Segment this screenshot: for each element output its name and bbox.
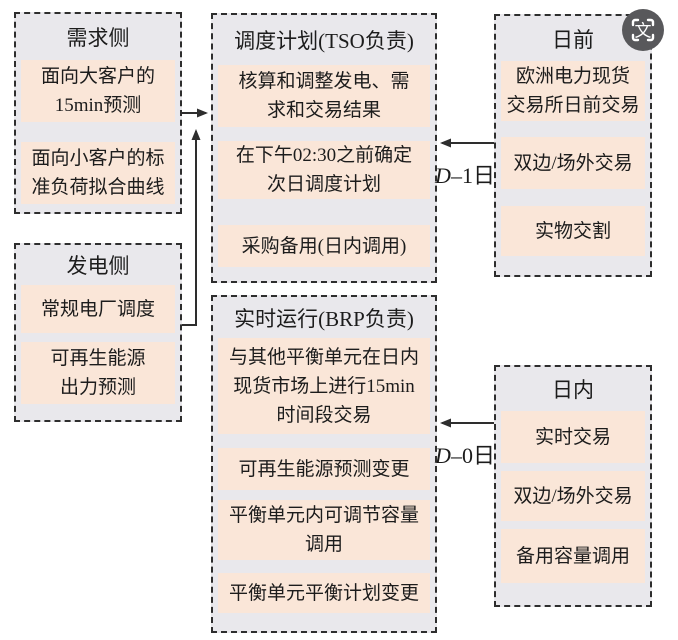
arrow-label-variable: D (435, 163, 451, 188)
box-title: 发电侧 (66, 254, 130, 278)
box-item: 面向小客户的标 准负荷拟合曲线 (21, 142, 175, 204)
box-item: 平衡单元平衡计划变更 (218, 573, 430, 613)
box-title: 日前 (552, 27, 594, 52)
arrow-label-variable: D (435, 443, 451, 468)
box-item: 与其他平衡单元在日内 现货市场上进行15min 时间段交易 (218, 338, 430, 434)
box-item: 平衡单元内可调节容量 调用 (218, 500, 430, 560)
demand-side-box: 需求侧 面向大客户的 15min预测 面向小客户的标 准负荷拟合曲线 (14, 12, 182, 214)
translate-text-icon[interactable]: 文 (621, 8, 665, 52)
box-item: 备用容量调用 (501, 529, 645, 583)
box-item: 常规电厂调度 (21, 285, 175, 333)
arrow-label-rest: –1日 (450, 163, 495, 188)
box-item: 实时交易 (501, 411, 645, 463)
box-item: 双边/场外交易 (501, 471, 645, 521)
box-title: 实时运行(BRP负责) (234, 306, 414, 331)
box-item: 实物交割 (501, 206, 645, 256)
arrow-generation-to-tso (182, 129, 201, 326)
generation-side-box: 发电侧 常规电厂调度 可再生能源 出力预测 (14, 243, 182, 422)
intraday-box: 日内 实时交易 双边/场外交易 备用容量调用 (494, 365, 652, 607)
arrow-label-rest: –0日 (450, 443, 495, 468)
day-ahead-box: 日前 欧洲电力现货 交易所日前交易 双边/场外交易 实物交割 (494, 14, 652, 277)
arrow-label-d-minus-0: D–0日 (433, 438, 497, 470)
arrow-label-d-minus-1: D–1日 (433, 158, 497, 190)
box-item: 采购备用(日内调用) (218, 225, 430, 267)
box-item: 在下午02:30之前确定 次日调度计划 (218, 141, 430, 199)
box-title: 需求侧 (66, 26, 130, 50)
box-item: 核算和调整发电、需 求和交易结果 (218, 65, 430, 127)
box-item: 可再生能源预测变更 (218, 448, 430, 490)
box-title: 调度计划(TSO负责) (234, 29, 414, 53)
box-title: 日内 (552, 378, 594, 402)
box-item: 面向大客户的 15min预测 (21, 60, 175, 122)
realtime-operation-brp-box: 实时运行(BRP负责) 与其他平衡单元在日内 现货市场上进行15min 时间段交… (211, 295, 437, 633)
box-item: 可再生能源 出力预测 (21, 342, 175, 404)
box-item: 双边/场外交易 (501, 137, 645, 189)
translate-glyph: 文 (635, 22, 652, 41)
dispatch-plan-tso-box: 调度计划(TSO负责) 核算和调整发电、需 求和交易结果 在下午02:30之前确… (211, 13, 437, 283)
box-item: 欧洲电力现货 交易所日前交易 (501, 61, 645, 121)
